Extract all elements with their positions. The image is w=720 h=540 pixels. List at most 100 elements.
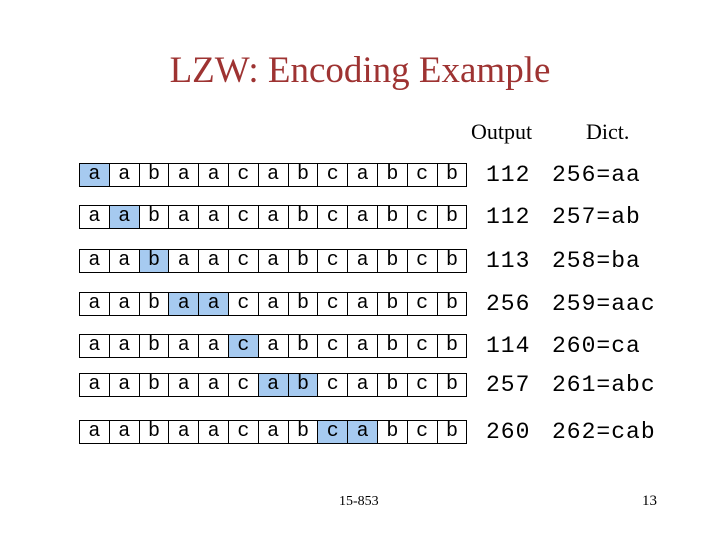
sequence-cell: a <box>198 373 229 397</box>
sequence-cell: a <box>79 292 110 316</box>
sequence-cell: c <box>227 292 259 316</box>
sequence-cell: c <box>227 163 259 187</box>
sequence-cell: a <box>257 163 289 187</box>
sequence-cell: b <box>376 334 408 358</box>
output-value: 260 <box>486 419 531 445</box>
dict-entry: 261=abc <box>552 372 656 398</box>
sequence-cell: b <box>436 163 468 187</box>
sequence-cell: a <box>168 163 200 187</box>
sequence-cell: a <box>347 163 378 187</box>
sequence-cell-highlighted: c <box>227 334 259 358</box>
footer-page-number: 13 <box>642 493 657 509</box>
sequence-cell: b <box>287 334 319 358</box>
dict-entry: 258=ba <box>552 248 641 274</box>
output-value: 256 <box>486 291 531 317</box>
sequence-cell: c <box>406 373 438 397</box>
sequence-cell: c <box>227 249 259 273</box>
sequence-cell: c <box>406 163 438 187</box>
sequence-cell: a <box>198 205 229 229</box>
sequence-cell: c <box>406 205 438 229</box>
sequence-cell: b <box>138 373 170 397</box>
sequence-cell: a <box>168 373 200 397</box>
sequence-cell: c <box>227 205 259 229</box>
sequence-cell: c <box>317 373 349 397</box>
slide-title: LZW: Encoding Example <box>169 50 551 91</box>
sequence-cell: c <box>317 163 349 187</box>
sequence-cell: a <box>257 249 289 273</box>
sequence-cell: b <box>287 205 319 229</box>
sequence-cell: b <box>287 163 319 187</box>
sequence-cell: c <box>406 249 438 273</box>
sequence-cell: a <box>168 205 200 229</box>
sequence-cell: b <box>376 420 408 444</box>
sequence-cell: a <box>198 334 229 358</box>
sequence-cell: b <box>138 205 170 229</box>
sequence-cell: b <box>376 373 408 397</box>
sequence-cell: b <box>436 249 468 273</box>
sequence-cell: a <box>108 249 140 273</box>
sequence-cell: a <box>257 334 289 358</box>
sequence-cell: a <box>108 373 140 397</box>
sequence-cell: c <box>317 249 349 273</box>
sequence-cell: b <box>376 249 408 273</box>
sequence-cell: a <box>347 249 378 273</box>
sequence-cell: a <box>79 420 110 444</box>
dict-entry: 257=ab <box>552 204 641 230</box>
output-value: 114 <box>486 333 531 359</box>
sequence-cell: a <box>347 334 378 358</box>
sequence-cell: b <box>138 163 170 187</box>
sequence-cell-highlighted: a <box>79 163 110 187</box>
sequence-cell: b <box>138 334 170 358</box>
sequence-cell: a <box>257 205 289 229</box>
sequence-cell: b <box>376 163 408 187</box>
output-value: 113 <box>486 248 531 274</box>
sequence-cell: a <box>108 163 140 187</box>
sequence-cell: a <box>257 292 289 316</box>
sequence-cell: c <box>227 373 259 397</box>
sequence-cell-highlighted: a <box>168 292 200 316</box>
sequence-cell: a <box>347 373 378 397</box>
sequence-cell: b <box>287 292 319 316</box>
sequence-cell: a <box>108 420 140 444</box>
sequence-cell: a <box>79 249 110 273</box>
sequence-cell: b <box>436 420 468 444</box>
sequence-cell: c <box>317 292 349 316</box>
sequence-cell: b <box>436 373 468 397</box>
sequence-cell-highlighted: a <box>347 420 378 444</box>
sequence-cell: b <box>436 205 468 229</box>
output-value: 257 <box>486 372 531 398</box>
sequence-cell: a <box>168 249 200 273</box>
sequence-cell: a <box>198 163 229 187</box>
sequence-cell: b <box>287 420 319 444</box>
sequence-cell: a <box>168 420 200 444</box>
sequence-cell: a <box>79 205 110 229</box>
sequence-cell: a <box>257 420 289 444</box>
sequence-cell: a <box>108 334 140 358</box>
sequence-cell: a <box>198 249 229 273</box>
sequence-cell-highlighted: a <box>108 205 140 229</box>
sequence-cell-highlighted: b <box>138 249 170 273</box>
column-header-dict: Dict. <box>586 119 630 144</box>
sequence-cell: a <box>198 420 229 444</box>
sequence-cell: b <box>436 334 468 358</box>
sequence-cell: a <box>79 373 110 397</box>
dict-entry: 260=ca <box>552 333 641 359</box>
sequence-cell: a <box>347 205 378 229</box>
sequence-cell-highlighted: a <box>198 292 229 316</box>
footer-course: 15-853 <box>339 494 379 509</box>
dict-entry: 259=aac <box>552 291 656 317</box>
sequence-cell: c <box>317 205 349 229</box>
output-value: 112 <box>486 162 531 188</box>
sequence-cell-highlighted: a <box>257 373 289 397</box>
sequence-cell: c <box>227 420 259 444</box>
sequence-cell: b <box>138 420 170 444</box>
column-header-output: Output <box>471 119 533 144</box>
sequence-cell: c <box>406 334 438 358</box>
output-value: 112 <box>486 204 531 230</box>
